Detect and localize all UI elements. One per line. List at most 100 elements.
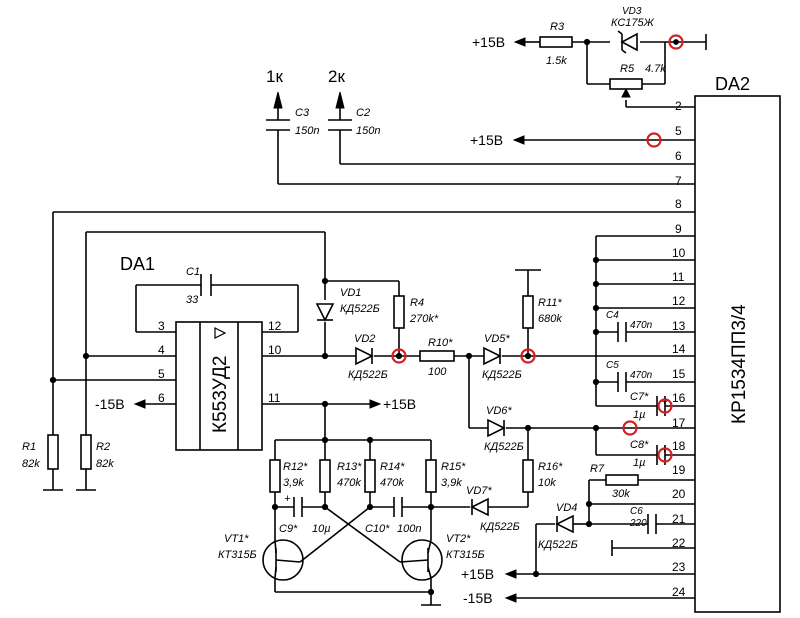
c3: C3 150n (266, 107, 319, 137)
vt2-ref: VT2* (446, 533, 471, 545)
vd5-value: КД522Б (482, 369, 522, 381)
c4: C4 470n (606, 310, 653, 342)
r10-value: 100 (428, 366, 447, 378)
vd7: VD7* КД522Б (466, 485, 520, 533)
wires-da2-left (532, 235, 695, 578)
r4-ref: R4 (410, 297, 424, 309)
wires-outputs (277, 108, 695, 185)
r15-ref: R15* (441, 461, 466, 473)
vd1: VD1 КД522Б (315, 287, 380, 322)
c9-ref: C9* (279, 523, 298, 535)
r1-ref: R1 (22, 441, 36, 453)
out-2k: 2к (328, 67, 345, 109)
test-point-vd3[interactable] (668, 34, 684, 50)
c2-ref: C2 (356, 107, 370, 119)
r5-value: 4.7k (645, 63, 666, 75)
c10: C10* 100n (365, 497, 421, 535)
c6-value: 220 (629, 518, 647, 529)
r11-value: 680k (538, 313, 562, 325)
r16-ref: R16* (538, 461, 563, 473)
vd2-ref: VD2 (354, 333, 375, 345)
r1: R1 82k (22, 434, 59, 470)
out-2k-label: 2к (328, 67, 345, 86)
test-point-pin5[interactable] (646, 132, 662, 148)
c1-value: 33 (186, 294, 199, 306)
c5: C5 470n (606, 360, 653, 392)
r7-ref: R7 (590, 463, 605, 475)
da2-pin-18: 18 (672, 439, 686, 453)
r3-ref: R3 (550, 21, 565, 33)
da1-chip: DA1 К553УД2 3 4 5 6 12 10 11 (120, 254, 282, 451)
r14-ref: R14* (380, 461, 405, 473)
r16: R16* 10k (522, 459, 563, 493)
r13-value: 470k (337, 477, 361, 489)
r14: R14* 470k (364, 459, 405, 493)
r2-value: 82k (96, 458, 114, 470)
vd6: VD6* КД522Б (484, 405, 524, 453)
vd3: VD3 КС175Ж (611, 6, 655, 54)
r12-value: 3,9k (283, 477, 304, 489)
vt2: VT2* КТ315Б (399, 533, 485, 581)
minus15-da1: -15В (95, 396, 146, 412)
minus15-da1-label: -15В (95, 396, 125, 412)
da1-pin-12: 12 (268, 319, 282, 333)
da2-pin-23: 23 (672, 560, 686, 574)
da2-chip: DA2 КР1534ПП3/4 2 5 6 7 8 9 10 11 12 13 … (672, 74, 781, 613)
r11: R11* 680k (522, 295, 562, 329)
da1-pin-3: 3 (158, 319, 165, 333)
minus15-pin24-label: -15В (463, 590, 493, 606)
r4-value: 270k* (409, 313, 439, 325)
vd6-value: КД522Б (484, 441, 524, 453)
plus15-pin5: +15В (470, 132, 695, 148)
test-point-r11[interactable] (520, 348, 536, 364)
r4: R4 270k* (393, 295, 439, 329)
da1-ref: DA1 (120, 254, 155, 274)
vd5: VD5* КД522Б (482, 333, 522, 381)
out-1k: 1к (266, 67, 283, 109)
vd2: VD2 КД522Б (348, 333, 388, 381)
da2-pin-2: 2 (675, 99, 682, 113)
c3-ref: C3 (295, 107, 310, 119)
c10-value: 100n (397, 523, 421, 535)
c8: + C8* 1µ (630, 439, 668, 469)
plus15-pin23-label: +15В (461, 566, 494, 582)
da2-pin-7: 7 (675, 174, 682, 188)
c2-value: 150n (356, 125, 380, 137)
da1-pin-11: 11 (268, 391, 281, 405)
da2-pin-19: 19 (672, 463, 686, 477)
vt1-value: КТ315Б (218, 549, 257, 561)
vd4-value: КД522Б (538, 539, 578, 551)
da2-pin-15: 15 (672, 367, 686, 381)
r3-value: 1.5k (546, 55, 567, 67)
minus15-pin24: -15В (463, 590, 695, 606)
test-point-c7[interactable] (657, 398, 673, 414)
wires-left (43, 211, 695, 508)
c6: C6 220 (629, 506, 657, 534)
c10-ref: C10* (365, 523, 390, 535)
vd4: VD4 КД522Б (538, 502, 578, 551)
test-point-pin17[interactable] (622, 420, 638, 436)
c3-value: 150n (295, 125, 319, 137)
c9-value: 10µ (312, 523, 331, 535)
r13-ref: R13* (337, 461, 362, 473)
r15: R15* 3,9k (425, 459, 466, 493)
da2-pin-9: 9 (675, 222, 682, 236)
vd7-value: КД522Б (480, 521, 520, 533)
r3: R3 1.5k (539, 21, 573, 67)
test-point-r4[interactable] (391, 348, 407, 364)
r13: R13* 470k (319, 459, 362, 493)
r16-value: 10k (538, 477, 556, 489)
c2: C2 150n (328, 107, 380, 137)
c5-value: 470n (630, 370, 653, 381)
vt1-ref: VT1* (224, 533, 249, 545)
plus15-pin5-label: +15В (470, 132, 503, 148)
vd2-value: КД522Б (348, 369, 388, 381)
da2-pin-17: 17 (672, 416, 686, 430)
c9: + C9* 10µ (279, 493, 331, 535)
test-point-c8[interactable] (657, 447, 673, 463)
plus15-top-label: +15В (472, 34, 505, 50)
da2-pin-14: 14 (672, 342, 686, 356)
c5-ref: C5 (606, 360, 619, 371)
c8-plus: + (661, 444, 668, 456)
